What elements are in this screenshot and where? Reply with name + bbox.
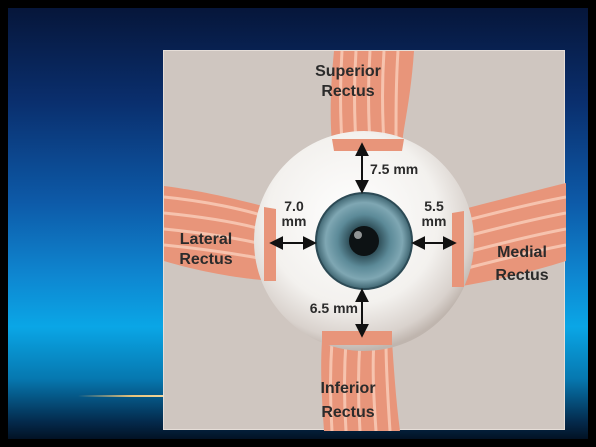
inferior-rectus-label-line2: Rectus: [321, 404, 374, 421]
inferior-insertion: [322, 331, 392, 345]
slide-background: Superior Rectus Lateral Rectus Medial Re…: [8, 8, 588, 439]
eye-muscle-diagram: Superior Rectus Lateral Rectus Medial Re…: [164, 51, 566, 431]
superior-rectus-label-line2: Rectus: [321, 83, 374, 100]
superior-rectus-label-line1: Superior: [315, 63, 381, 80]
pupil-highlight: [354, 231, 362, 239]
lateral-rectus-label-line1: Lateral: [180, 231, 232, 248]
medial-rectus-label-line2: Rectus: [495, 267, 548, 284]
lateral-distance-unit: mm: [282, 213, 307, 229]
lateral-rectus-label-line2: Rectus: [179, 251, 232, 268]
inferior-rectus-label-line1: Inferior: [320, 380, 375, 397]
diagram-panel: Superior Rectus Lateral Rectus Medial Re…: [163, 50, 565, 430]
medial-distance-unit: mm: [422, 213, 447, 229]
medial-insertion: [452, 211, 464, 287]
superior-insertion: [332, 139, 404, 151]
medial-distance-value: 5.5: [424, 198, 444, 214]
pupil: [349, 226, 379, 256]
superior-distance-label: 7.5 mm: [370, 161, 418, 177]
accent-line: [78, 395, 168, 397]
lateral-distance-value: 7.0: [284, 198, 304, 214]
inferior-distance-label: 6.5 mm: [310, 300, 358, 316]
medial-rectus-label-line1: Medial: [497, 244, 547, 261]
